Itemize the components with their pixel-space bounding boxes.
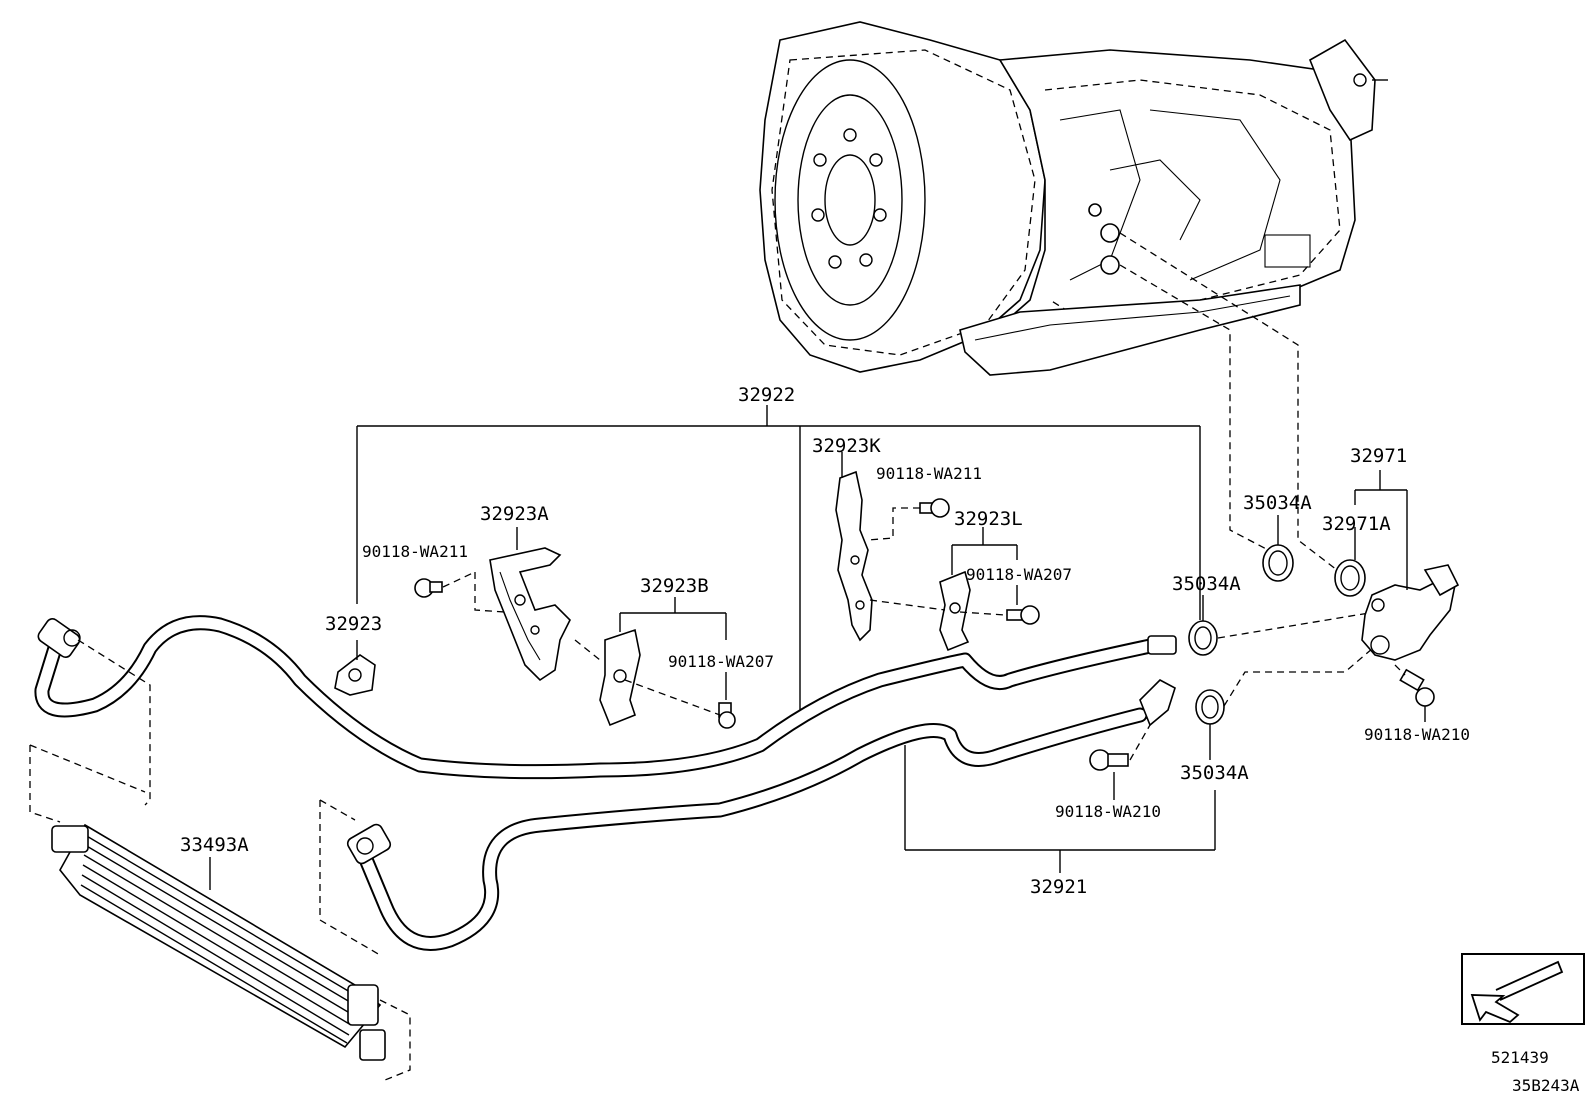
clip-32923: [334, 654, 376, 696]
label-32923B: 32923B: [640, 575, 709, 597]
label-32921: 32921: [1030, 876, 1087, 898]
bracket-32923K-leader: [869, 599, 946, 611]
bolt-wa207-right: [1006, 605, 1040, 625]
o-ring-35034A-lower: [1195, 689, 1225, 725]
clamp-32923B-leader: [574, 639, 601, 661]
o-ring-35034A-mid: [1188, 620, 1218, 656]
wa207-left-leader: [624, 679, 721, 716]
bolt-wa207-left: [718, 702, 736, 729]
hose-lower-to-outlet: [1223, 641, 1381, 707]
outlet-fitting-32971: [1361, 564, 1460, 661]
group-32971-lines: [1354, 470, 1408, 590]
label-bolt-wa211-right: 90118-WA211: [876, 464, 982, 483]
label-bolt-wa211-left: 90118-WA211: [362, 542, 468, 561]
bolt-wa210-lower: [1089, 749, 1129, 771]
group-32922-lines: [356, 405, 1201, 710]
group-32923B-lines: [619, 597, 727, 700]
ref-box-number: 521439: [1491, 1048, 1549, 1067]
label-32922: 32922: [738, 384, 795, 406]
label-32971: 32971: [1350, 445, 1407, 467]
label-bolt-wa210-right: 90118-WA210: [1364, 725, 1470, 744]
cooler-connection-leaders: [29, 639, 411, 1081]
front-arrow-icon: [1470, 960, 1564, 1024]
reference-box: [1461, 953, 1585, 1025]
oil-cooler-33493A: [51, 823, 386, 1061]
wa211-left-leader: [442, 571, 506, 613]
bolt-wa211-right: [919, 498, 950, 518]
label-bolt-wa207-right: 90118-WA207: [966, 565, 1072, 584]
wa210-lower-dash: [1129, 724, 1151, 761]
label-bolt-wa207-left: 90118-WA207: [668, 652, 774, 671]
label-bolt-wa210-lower: 90118-WA210: [1055, 802, 1161, 821]
bolt-wa210-right: [1399, 668, 1435, 707]
wa207-right-leader: [959, 611, 1006, 616]
label-32923L: 32923L: [954, 508, 1023, 530]
label-32971A: 32971A: [1322, 513, 1391, 535]
bracket-32923A: [489, 547, 571, 682]
transmission-assembly: [759, 21, 1388, 376]
clamp-32923B: [599, 628, 641, 727]
label-35034A-mid: 35034A: [1172, 573, 1241, 595]
label-32923: 32923: [325, 613, 382, 635]
hose-upper-to-outlet: [1217, 611, 1376, 639]
group-32921-lines: [904, 745, 1216, 873]
cooler-hoses: [34, 615, 1163, 951]
drawing-code: 35B243A: [1512, 1076, 1580, 1095]
label-32923K: 32923K: [812, 435, 881, 457]
bolt-wa211-left: [414, 578, 443, 598]
wa211-right-leader: [867, 507, 920, 541]
label-35034A-lower: 35034A: [1180, 762, 1249, 784]
label-32923A: 32923A: [480, 503, 549, 525]
label-35034A-upper: 35034A: [1243, 492, 1312, 514]
o-ring-32971A: [1334, 559, 1366, 597]
wa210-right-dash: [1394, 664, 1406, 676]
hose-end-fittings: [37, 618, 1177, 865]
o-ring-35034A-upper: [1262, 544, 1294, 582]
clamp-32923L: [939, 570, 971, 652]
port-leader-lower: [1119, 264, 1273, 553]
bracket-32923K: [835, 470, 873, 642]
label-33493A: 33493A: [180, 834, 249, 856]
port-leader-upper: [1119, 232, 1351, 581]
group-32923L-lines: [951, 527, 1018, 605]
